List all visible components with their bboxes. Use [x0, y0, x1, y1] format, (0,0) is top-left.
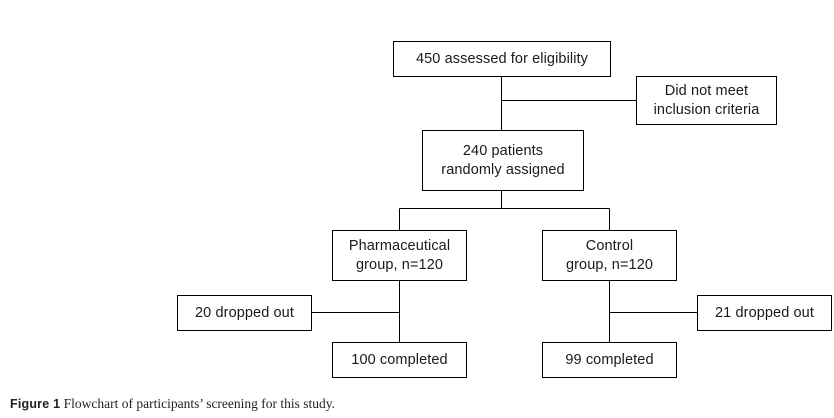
flowchart-connectors: [312, 77, 697, 342]
node-control-group: Control group, n=120: [542, 230, 677, 281]
node-control-dropped-out: 21 dropped out: [697, 295, 832, 331]
figure-caption: Figure 1 Flowchart of participants’ scre…: [10, 396, 824, 412]
node-control-completed: 99 completed: [542, 342, 677, 378]
node-randomly-assigned: 240 patients randomly assigned: [422, 130, 584, 191]
node-pharmaceutical-dropped-out: 20 dropped out: [177, 295, 312, 331]
node-did-not-meet-inclusion-criteria: Did not meet inclusion criteria: [636, 76, 777, 125]
flowchart-canvas: 450 assessed for eligibility Did not mee…: [177, 41, 832, 378]
node-pharmaceutical-completed: 100 completed: [332, 342, 467, 378]
figure-caption-label: Figure 1: [10, 397, 61, 411]
node-assessed-for-eligibility: 450 assessed for eligibility: [393, 41, 611, 77]
node-pharmaceutical-group: Pharmaceutical group, n=120: [332, 230, 467, 281]
figure-caption-text: Flowchart of participants’ screening for…: [63, 396, 336, 411]
